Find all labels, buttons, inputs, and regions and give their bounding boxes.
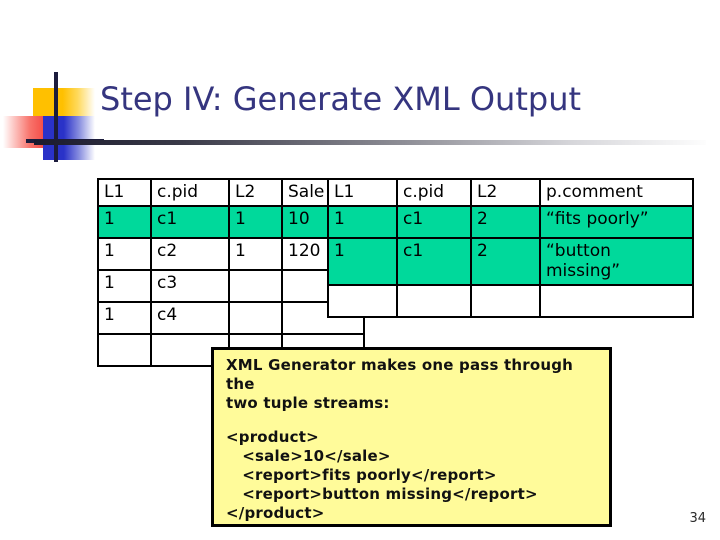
table-cell: c1 [396, 205, 472, 240]
page-number: 34 [689, 511, 706, 526]
table-cell: 2 [470, 237, 541, 287]
table-cell: c3 [150, 269, 230, 304]
page-title: Step IV: Generate XML Output [100, 80, 582, 118]
table-cell [539, 284, 694, 319]
table-cell: c2 [150, 237, 230, 272]
table-cell [228, 301, 283, 336]
xml-line: <sale>10</sale> [226, 446, 391, 465]
callout-xml-snippet: <product> <sale>10</sale> <report>fits p… [226, 428, 599, 524]
table-cell: 1 [97, 237, 152, 272]
table-cell: 1 [327, 237, 398, 287]
table-cell: 1 [97, 301, 152, 336]
table-header-row: L1 c.pid L2 p.comment [327, 177, 694, 208]
table-cell [470, 284, 541, 319]
table-cell: “button missing” [539, 237, 694, 287]
table-cell [327, 284, 398, 319]
xml-generator-callout: XML Generator makes one pass through the… [211, 347, 612, 527]
table-cell: c1 [396, 237, 472, 287]
xml-line: </product> [226, 504, 325, 523]
table-cell: 1 [97, 205, 152, 240]
table-cell: c1 [150, 205, 230, 240]
table-cell [228, 269, 283, 304]
vertical-rule-icon [54, 72, 58, 162]
column-header-l2: L2 [228, 177, 283, 208]
table-cell: 1 [97, 269, 152, 304]
table-cell: “fits poorly” [539, 205, 694, 240]
xml-line: <report>button missing</report> [226, 485, 538, 504]
table-cell: c4 [150, 301, 230, 336]
slide-decoration-logo [0, 58, 110, 168]
callout-heading-line-1: XML Generator makes one pass through the [226, 356, 574, 394]
column-header-l2: L2 [470, 177, 541, 208]
column-header-pcomment: p.comment [539, 177, 694, 208]
table-header-row: L1 c.pid L2 Sale [97, 177, 365, 208]
column-header-cpid: c.pid [396, 177, 472, 208]
column-header-cpid: c.pid [150, 177, 230, 208]
table-cell [97, 333, 152, 368]
column-header-l1: L1 [97, 177, 152, 208]
table-cell [396, 284, 472, 319]
xml-line: <report>fits poorly</report> [226, 465, 497, 484]
blue-square-icon [43, 116, 95, 160]
column-header-l1: L1 [327, 177, 398, 208]
xml-line: <product> [226, 427, 319, 446]
table-cell: 2 [470, 205, 541, 240]
callout-spacer [226, 414, 599, 428]
callout-heading-line-2: two tuple streams: [226, 394, 390, 413]
table-cell: 1 [228, 205, 283, 240]
title-divider [34, 140, 706, 145]
table-row [327, 284, 694, 319]
table-cell: 1 [228, 237, 283, 272]
table-cell: 1 [327, 205, 398, 240]
